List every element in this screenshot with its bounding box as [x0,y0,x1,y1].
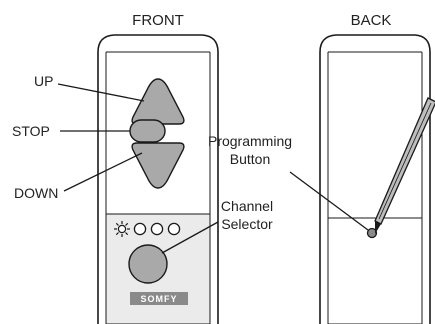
down-button[interactable] [131,142,185,189]
down-leader-line [63,152,143,192]
somfy-logo-text: SOMFY [140,294,177,304]
stop-button[interactable] [129,119,166,143]
front-title: FRONT [132,12,184,29]
channel-selector-leader-line [161,221,219,254]
down-label: DOWN [14,185,58,201]
up-label: UP [34,73,53,89]
channel-indicator-2 [150,222,164,236]
channel-indicator-1 [133,222,147,236]
stop-label: STOP [12,123,50,139]
pen-icon [374,97,435,234]
channel-selector-button[interactable] [128,244,168,284]
channel-selector-label-line1: Channel [221,198,273,214]
channel-selector-label-line2: Selector [221,216,273,232]
sun-icon [114,221,130,237]
front-remote: SOMFY [97,34,219,324]
somfy-logo: SOMFY [130,292,188,305]
programming-leader-line [289,171,369,231]
programming-button-label-line1: Programming [208,133,292,149]
programming-button-label-line2: Button [230,151,270,167]
up-leader-line [57,83,145,102]
programming-button[interactable] [366,227,378,239]
channel-indicator-3 [167,222,181,236]
back-title: BACK [351,12,392,29]
back-remote [319,34,435,324]
